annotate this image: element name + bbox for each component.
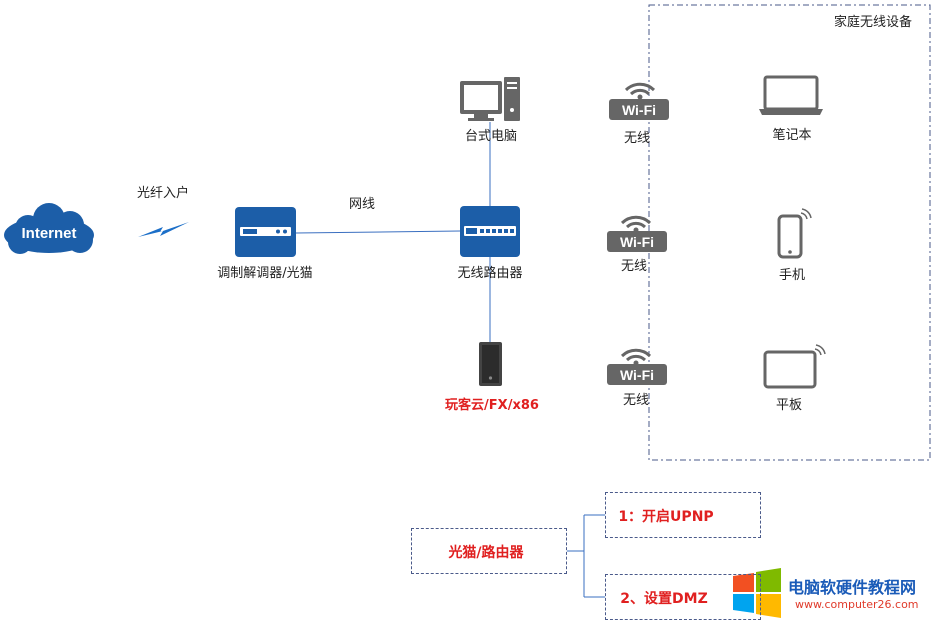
router-icon (460, 206, 520, 257)
wireless-label-2: 无线 (620, 259, 648, 274)
desktop-computer-icon (460, 77, 520, 121)
setup-connector (567, 514, 605, 598)
desktop-label: 台式电脑 (464, 129, 518, 144)
laptop-icon (759, 75, 823, 115)
laptop-label: 笔记本 (772, 128, 812, 143)
step2-box: 2、设置DMZ (605, 574, 761, 620)
source-box: 光猫/路由器 (411, 528, 567, 574)
watermark-name: 电脑软硬件教程网 (788, 578, 917, 597)
cable-label: 网线 (348, 197, 376, 212)
source-label: 光猫/路由器 (448, 545, 524, 561)
modem-label: 调制解调器/光猫 (217, 266, 313, 281)
wifi-badge-text-1: Wi-Fi (622, 102, 656, 118)
fiber-in-label: 光纤入户 (136, 186, 190, 201)
fiber-lightning-icon (138, 222, 189, 237)
tablet-icon (763, 344, 826, 389)
phone-icon (777, 208, 812, 259)
wifi-icon-2 (607, 215, 667, 252)
wifi-badge-text-2: Wi-Fi (620, 234, 654, 250)
step2-label: 2、设置DMZ (620, 591, 708, 607)
nas-device-icon (479, 342, 502, 386)
wifi-icon-3 (607, 348, 667, 385)
wifi-icon-1 (609, 82, 669, 120)
modem-icon (235, 207, 296, 257)
step1-box: 1：开启UPNP (605, 492, 761, 538)
phone-label: 手机 (778, 268, 806, 283)
cable-modem-router (295, 230, 461, 234)
internet-cloud-icon (4, 203, 94, 254)
home-wireless-devices-box (648, 4, 931, 461)
internet-label: Internet (21, 225, 77, 242)
wireless-label-1: 无线 (623, 131, 651, 146)
wifi-badge-text-3: Wi-Fi (620, 367, 654, 383)
router-label: 无线路由器 (457, 266, 523, 281)
nas-label: 玩客云/FX/x86 (445, 398, 539, 413)
step1-label: 1：开启UPNP (618, 509, 714, 525)
windows-logo-icon (733, 568, 781, 618)
wireless-label-3: 无线 (622, 393, 650, 408)
home-wireless-devices-title: 家庭无线设备 (834, 15, 913, 30)
watermark-url: www.computer26.com (795, 598, 919, 611)
tablet-label: 平板 (775, 398, 803, 413)
